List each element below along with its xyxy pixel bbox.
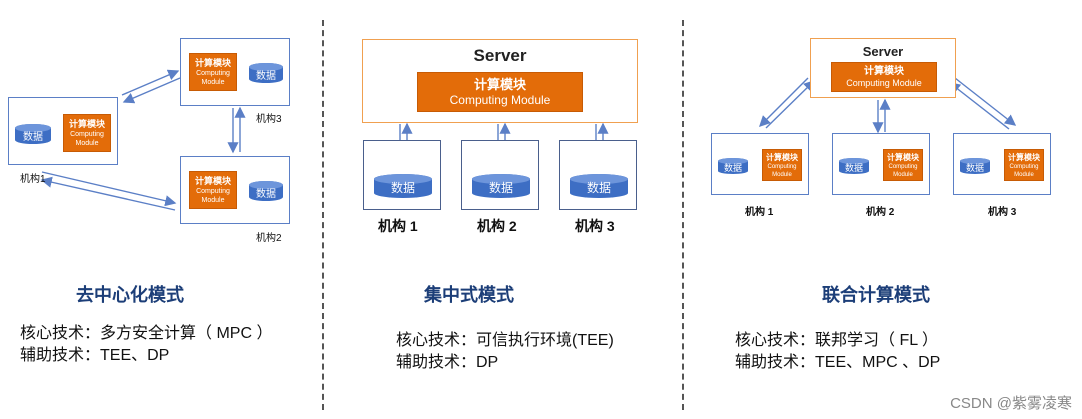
- left-tech-block: 核心技术：多方安全计算（ MPC ） 辅助技术：TEE、DP: [20, 323, 272, 367]
- watermark: CSDN @紫雾凌寒: [950, 395, 1072, 412]
- right-mode-title: 联合计算模式: [822, 285, 930, 305]
- middle-institution-2-box: 数据: [461, 140, 539, 210]
- server-label: Server: [473, 46, 527, 65]
- database-icon: 数据: [249, 63, 283, 83]
- left-mode-title: 去中心化模式: [76, 285, 184, 305]
- left-core-tech: 核心技术：多方安全计算（ MPC ）: [20, 325, 273, 342]
- module-en-label: Computing: [196, 70, 230, 77]
- computing-module: 计算模块 Computing Module: [762, 149, 802, 181]
- computing-module: 计算模块 Computing Module: [417, 72, 583, 112]
- database-icon: 数据: [718, 158, 748, 174]
- module-en-label: Module: [772, 172, 792, 178]
- database-icon: 数据: [570, 174, 628, 198]
- module-en-label: Computing Module: [449, 93, 551, 107]
- module-en-label: Computing Module: [846, 78, 922, 88]
- database-label: 数据: [965, 163, 984, 173]
- right-aux-tech: 辅助技术：TEE、MPC 、DP: [735, 354, 941, 371]
- right-core-tech: 核心技术：联邦学习（ FL ）: [735, 332, 938, 349]
- middle-aux-tech: 辅助技术：DP: [396, 354, 499, 371]
- computing-module: 计算模块 Computing Module: [63, 114, 111, 152]
- module-cn-label: 计算模块: [473, 77, 526, 92]
- module-cn-label: 计算模块: [766, 153, 798, 162]
- database-label: 数据: [256, 189, 276, 200]
- computing-module: 计算模块 Computing Module: [189, 171, 237, 209]
- right-institution-2-box: 数据 计算模块 Computing Module: [832, 133, 930, 195]
- database-label: 数据: [586, 181, 611, 195]
- module-en-label: Module: [201, 79, 225, 86]
- database-icon: 数据: [15, 124, 51, 144]
- module-en-label: Computing: [1009, 164, 1039, 170]
- middle-tech-block: 核心技术：可信执行环境(TEE) 辅助技术：DP: [396, 330, 614, 374]
- divider-right: [682, 20, 684, 410]
- middle-inst3-label: 机构 3: [575, 218, 615, 234]
- database-label: 数据: [723, 163, 742, 173]
- database-icon: 数据: [374, 174, 432, 198]
- left-inst1-label: 机构1: [20, 174, 46, 185]
- middle-institution-3-box: 数据: [559, 140, 637, 210]
- module-cn-label: 计算模块: [68, 119, 105, 129]
- right-inst1-label: 机构 1: [745, 207, 774, 218]
- computing-module: 计算模块 Computing Module: [883, 149, 923, 181]
- middle-server-box: Server 计算模块 Computing Module: [362, 39, 638, 123]
- database-label: 数据: [23, 132, 43, 143]
- module-en-label: Module: [893, 172, 913, 178]
- right-institution-1-box: 数据 计算模块 Computing Module: [711, 133, 809, 195]
- middle-institution-1-box: 数据: [363, 140, 441, 210]
- right-institution-3-box: 数据 计算模块 Computing Module: [953, 133, 1051, 195]
- right-inst3-label: 机构 3: [988, 207, 1017, 218]
- database-label: 数据: [390, 181, 415, 195]
- computing-module: 计算模块 Computing Module: [189, 53, 237, 91]
- middle-mode-title: 集中式模式: [424, 285, 514, 305]
- module-en-label: Computing: [888, 164, 918, 170]
- right-inst2-label: 机构 2: [866, 207, 895, 218]
- left-aux-tech: 辅助技术：TEE、DP: [20, 347, 170, 364]
- module-cn-label: 计算模块: [864, 66, 904, 77]
- left-institution-2-box: 计算模块 Computing Module 数据: [180, 156, 290, 224]
- module-en-label: Computing: [70, 131, 104, 138]
- middle-core-tech: 核心技术：可信执行环境(TEE): [396, 332, 614, 349]
- middle-inst1-label: 机构 1: [378, 218, 418, 234]
- left-institution-3-box: 计算模块 Computing Module 数据: [180, 38, 290, 106]
- database-icon: 数据: [839, 158, 869, 174]
- left-inst2-label: 机构2: [256, 233, 282, 244]
- server-label: Server: [862, 44, 904, 59]
- database-label: 数据: [256, 71, 276, 82]
- left-institution-1-box: 数据 计算模块 Computing Module: [8, 97, 118, 165]
- left-inst3-label: 机构3: [256, 114, 282, 125]
- module-cn-label: 计算模块: [194, 58, 231, 68]
- module-cn-label: 计算模块: [887, 153, 919, 162]
- database-icon: 数据: [472, 174, 530, 198]
- module-en-label: Module: [1014, 172, 1034, 178]
- module-en-label: Module: [75, 140, 99, 147]
- module-en-label: Computing: [767, 164, 797, 170]
- database-icon: 数据: [960, 158, 990, 174]
- right-tech-block: 核心技术：联邦学习（ FL ） 辅助技术：TEE、MPC 、DP: [735, 330, 940, 374]
- right-server-box: Server 计算模块 Computing Module: [810, 38, 956, 98]
- module-cn-label: 计算模块: [1008, 153, 1040, 162]
- computing-module: 计算模块 Computing Module: [1004, 149, 1044, 181]
- middle-inst2-label: 机构 2: [477, 218, 517, 234]
- module-en-label: Computing: [196, 188, 230, 195]
- divider-left: [322, 20, 324, 410]
- database-label: 数据: [488, 181, 513, 195]
- module-cn-label: 计算模块: [194, 176, 231, 186]
- database-icon: 数据: [249, 181, 283, 201]
- computing-module: 计算模块 Computing Module: [831, 62, 937, 92]
- database-label: 数据: [844, 163, 863, 173]
- module-en-label: Module: [201, 197, 225, 204]
